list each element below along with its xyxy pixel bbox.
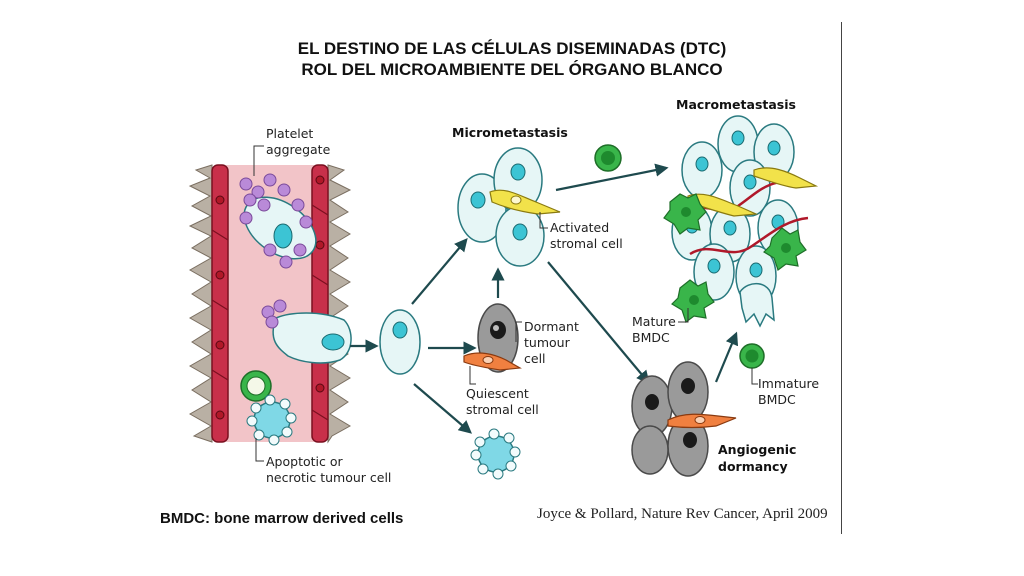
activated-leader <box>539 212 548 229</box>
apoptotic-leader <box>255 438 264 462</box>
arrow-micro-to-angiogenic <box>547 261 650 385</box>
dormant-tumour-cell <box>463 303 522 385</box>
activated-label-2: stromal cell <box>550 236 623 251</box>
macrometastasis-label: Macrometastasis <box>676 97 796 112</box>
platelet-aggregate <box>239 173 317 269</box>
vessel-outer-tissue-left <box>188 164 213 443</box>
mature-leader <box>678 308 689 323</box>
quiescent-leader <box>469 366 476 385</box>
micrometastasis-label: Micrometastasis <box>452 125 568 140</box>
extravasating-tumour-cell <box>261 299 352 364</box>
title-line-2: ROL DEL MICROAMBIENTE DEL ÓRGANO BLANCO <box>301 60 723 79</box>
footnote: BMDC: bone marrow derived cells <box>160 510 404 527</box>
quiescent-label-1: Quiescent <box>466 386 529 401</box>
dormant-label-3: cell <box>524 351 546 366</box>
arrow-cell-to-apoptotic <box>413 383 473 434</box>
angiogenic-label-1: Angiogenic <box>718 442 796 457</box>
activated-stromal-cell <box>489 189 561 215</box>
immature-bmdc-label-2: BMDC <box>758 392 796 407</box>
dormant-leader <box>515 321 522 342</box>
arrow-cell-to-micro <box>411 237 468 305</box>
angiogenic-label-2: dormancy <box>718 459 788 474</box>
vessel-outer-tissue-right <box>327 164 352 444</box>
platelet-leader <box>253 145 264 176</box>
apoptotic-label-1: Apoptotic or <box>266 454 343 469</box>
immature-bmdc <box>739 343 765 385</box>
quiescent-label-2: stromal cell <box>466 402 539 417</box>
divider-line <box>841 22 842 534</box>
circulating-bmdc <box>594 144 622 172</box>
platelet-label-1: Platelet <box>266 126 313 141</box>
vessel-wall-left <box>211 164 229 443</box>
dormant-label-1: Dormant <box>524 319 579 334</box>
activated-label-1: Activated <box>550 220 609 235</box>
vessel-wall-right <box>311 164 329 443</box>
mature-bmdc-label-2: BMDC <box>632 330 670 345</box>
dormant-label-2: tumour <box>524 335 571 350</box>
apoptotic-tumour-cell <box>246 394 297 446</box>
disseminated-tumour-cell <box>379 309 421 375</box>
arrows <box>350 163 739 434</box>
capillary-2 <box>689 216 809 256</box>
title-line-1: EL DESTINO DE LAS CÉLULAS DISEMINADAS (D… <box>297 39 727 58</box>
angiogenic-dormancy-cluster <box>631 361 737 477</box>
citation: Joyce & Pollard, Nature Rev Cancer, Apri… <box>537 506 828 522</box>
immature-bmdc-label-1: Immature <box>758 376 819 391</box>
micrometastasis-cluster <box>457 147 561 267</box>
apoptotic-cell-outcome <box>470 428 521 480</box>
mature-bmdc-label-1: Mature <box>632 314 676 329</box>
blood-vessel <box>188 145 352 462</box>
arrow-angiogenic-to-macro <box>714 331 739 383</box>
apoptotic-label-2: necrotic tumour cell <box>266 470 391 485</box>
slide-title: EL DESTINO DE LAS CÉLULAS DISEMINADAS (D… <box>200 38 824 80</box>
green-immune-cell <box>240 370 272 402</box>
endothelial-nuclei <box>215 175 325 420</box>
macrometastasis-cluster <box>663 115 819 328</box>
arrow-micro-to-macro <box>555 163 669 192</box>
platelet-label-2: aggregate <box>266 142 331 157</box>
